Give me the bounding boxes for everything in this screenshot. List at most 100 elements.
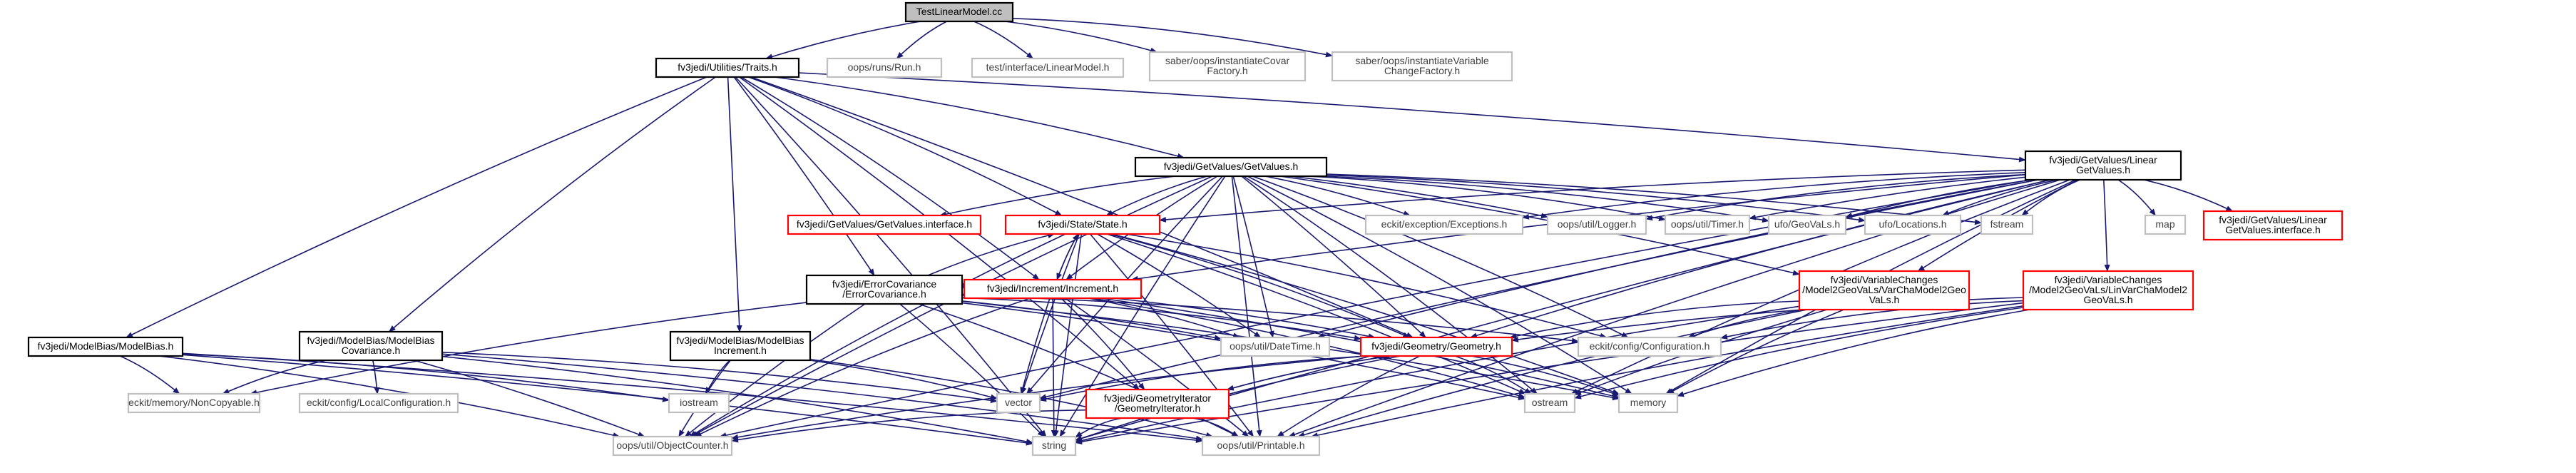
edge-mbcov-to-objcounter <box>414 360 645 437</box>
node-label-geovals: ufo/GeoVaLs.h <box>1774 218 1840 230</box>
edge-geometry-to-memory <box>1471 355 1620 396</box>
node-label-errcov: /ErrorCovariance.h <box>842 288 926 300</box>
edge-root-to-saberCovar <box>1005 21 1158 54</box>
node-getvalues[interactable]: fv3jedi/GetValues/GetValues.h <box>1134 156 1328 178</box>
node-noncopy: eckit/memory/NonCopyable.h <box>127 392 261 414</box>
node-label-saberCovar: Factory.h <box>1207 65 1247 76</box>
node-lgvIface[interactable]: fv3jedi/GetValues/LinearGetValues.interf… <box>2202 210 2344 241</box>
edge-getvalues-to-printable <box>1231 176 1262 437</box>
node-eckitConf: eckit/config/Configuration.h <box>1577 336 1722 357</box>
node-map: map <box>2144 214 2187 235</box>
node-root[interactable]: TestLinearModel.cc <box>904 1 1014 23</box>
node-state[interactable]: fv3jedi/State/State.h <box>1004 214 1161 235</box>
node-run: oops/runs/Run.h <box>826 57 943 78</box>
edge-getvalues-to-eckitConf <box>1252 176 1629 338</box>
node-gvIface[interactable]: fv3jedi/GetValues/GetValues.interface.h <box>787 214 982 235</box>
edge-modelbias-to-noncopy <box>120 355 180 395</box>
node-label-getvalues: fv3jedi/GetValues/GetValues.h <box>1164 161 1299 172</box>
node-vcM2G[interactable]: fv3jedi/VariableChanges/Model2GeoVaLs/Va… <box>1798 270 1971 311</box>
edge-lingetvalues-to-datetime <box>1317 179 2038 339</box>
node-label-mbcov: fv3jedi/ModelBias/ModelBias <box>307 335 435 346</box>
node-vcLinM2G[interactable]: fv3jedi/VariableChanges/Model2GeoVaLs/Li… <box>2022 270 2194 311</box>
edge-lingetvalues-to-geometry <box>1469 179 2051 339</box>
node-box-state <box>1004 214 1161 235</box>
edge-traits-to-geometry <box>750 76 1414 338</box>
node-label-memory: memory <box>1630 397 1667 408</box>
edge-errcov-to-state <box>927 233 1056 276</box>
node-logger: oops/util/Logger.h <box>1546 214 1647 235</box>
edge-mbcov-to-localconf <box>372 360 380 395</box>
node-box-printable <box>1201 435 1321 457</box>
node-iostream: iostream <box>668 392 730 414</box>
edge-mbinc-to-vector <box>809 360 998 400</box>
node-locations: ufo/Locations.h <box>1864 214 1962 235</box>
edge-vcLinM2G-to-ostream <box>1574 307 2024 400</box>
node-label-saberCovar: saber/oops/instantiateCovar <box>1165 55 1290 66</box>
edge-errcov-to-string <box>899 303 1045 437</box>
node-label-run: oops/runs/Run.h <box>848 61 921 73</box>
node-label-eckitConf: eckit/config/Configuration.h <box>1590 340 1710 352</box>
edge-root-to-run <box>896 21 947 59</box>
edge-lingetvalues-to-lgvIface <box>2143 179 2234 212</box>
edge-modelbias-to-objcounter <box>158 355 620 438</box>
node-label-geomiter: fv3jedi/GeometryIterator <box>1104 392 1212 404</box>
node-label-datetime: oops/util/DateTime.h <box>1230 340 1321 352</box>
edge-lingetvalues-to-locations <box>1941 179 2058 216</box>
node-errcov[interactable]: fv3jedi/ErrorCovariance/ErrorCovariance.… <box>805 274 964 305</box>
node-box-locations <box>1864 214 1962 235</box>
node-box-traits <box>655 57 800 78</box>
node-label-vcM2G: /Model2GeoVaLs/VarChaModel2Geo <box>1802 284 1966 295</box>
edge-modelbias-to-printable <box>182 352 1203 443</box>
node-modelbias[interactable]: fv3jedi/ModelBias/ModelBias.h <box>27 336 184 357</box>
node-box-mbcov <box>298 330 444 362</box>
node-box-saberCovar <box>1148 51 1307 82</box>
node-printable: oops/util/Printable.h <box>1201 435 1321 457</box>
edge-lingetvalues-to-timer <box>1749 176 2026 220</box>
edge-state-to-string <box>1053 233 1083 437</box>
edge-errcov-to-objcounter <box>684 303 866 437</box>
node-box-fstream <box>1980 214 2034 235</box>
edge-state-to-memory <box>1111 233 1620 395</box>
node-increment[interactable]: fv3jedi/Increment/Increment.h <box>963 278 1143 300</box>
node-saberVarChange: saber/oops/instantiateVariableChangeFact… <box>1331 51 1513 82</box>
node-label-vcLinM2G: fv3jedi/VariableChanges <box>2055 274 2162 285</box>
edge-mbcov-to-vector <box>441 352 998 404</box>
edge-lingetvalues-to-fstream <box>2021 179 2080 216</box>
edge-lingetvalues-to-logger <box>1645 173 2026 221</box>
node-geomiter[interactable]: fv3jedi/GeometryIterator/GeometryIterato… <box>1085 388 1230 419</box>
edge-getvalues-to-fstream <box>1326 173 1982 225</box>
node-box-string <box>1031 435 1077 457</box>
node-box-localconf <box>298 392 459 414</box>
edge-geometry-to-printable <box>1277 355 1421 437</box>
node-box-noncopy <box>127 392 261 414</box>
edge-getvalues-to-vcM2G <box>1279 176 1800 276</box>
edge-getvalues-to-geovals <box>1323 176 1769 223</box>
node-traits[interactable]: fv3jedi/Utilities/Traits.h <box>655 57 800 78</box>
edge-mbcov-to-noncopy <box>222 360 327 395</box>
edge-getvalues-to-datetime <box>1232 176 1274 338</box>
node-label-string: string <box>1042 439 1066 451</box>
node-ostream: ostream <box>1523 392 1576 414</box>
edge-vcLinM2G-to-eckitConf <box>1720 300 2024 340</box>
edge-increment-to-geomiter <box>1060 297 1145 390</box>
node-box-saberVarChange <box>1331 51 1513 82</box>
node-box-map <box>2144 214 2187 235</box>
node-geometry[interactable]: fv3jedi/Geometry/Geometry.h <box>1359 336 1513 357</box>
node-label-eckitExc: eckit/exception/Exceptions.h <box>1381 218 1508 230</box>
node-label-saberVarChange: saber/oops/instantiateVariable <box>1355 55 1489 66</box>
node-box-memory <box>1617 392 1679 414</box>
node-label-modelbias: fv3jedi/ModelBias/ModelBias.h <box>38 340 174 352</box>
edge-mbcov-to-string <box>441 355 1033 444</box>
node-label-root: TestLinearModel.cc <box>916 6 1003 17</box>
node-box-eckitExc <box>1364 214 1524 235</box>
node-label-lingetvalues: GetValues.h <box>2076 164 2130 176</box>
edge-geometry-to-ostream <box>1454 355 1532 395</box>
node-box-vcM2G <box>1798 270 1971 311</box>
node-tlm: test/interface/LinearModel.h <box>971 57 1125 78</box>
node-string: string <box>1031 435 1077 457</box>
node-label-mbinc: fv3jedi/ModelBias/ModelBias <box>677 335 804 346</box>
